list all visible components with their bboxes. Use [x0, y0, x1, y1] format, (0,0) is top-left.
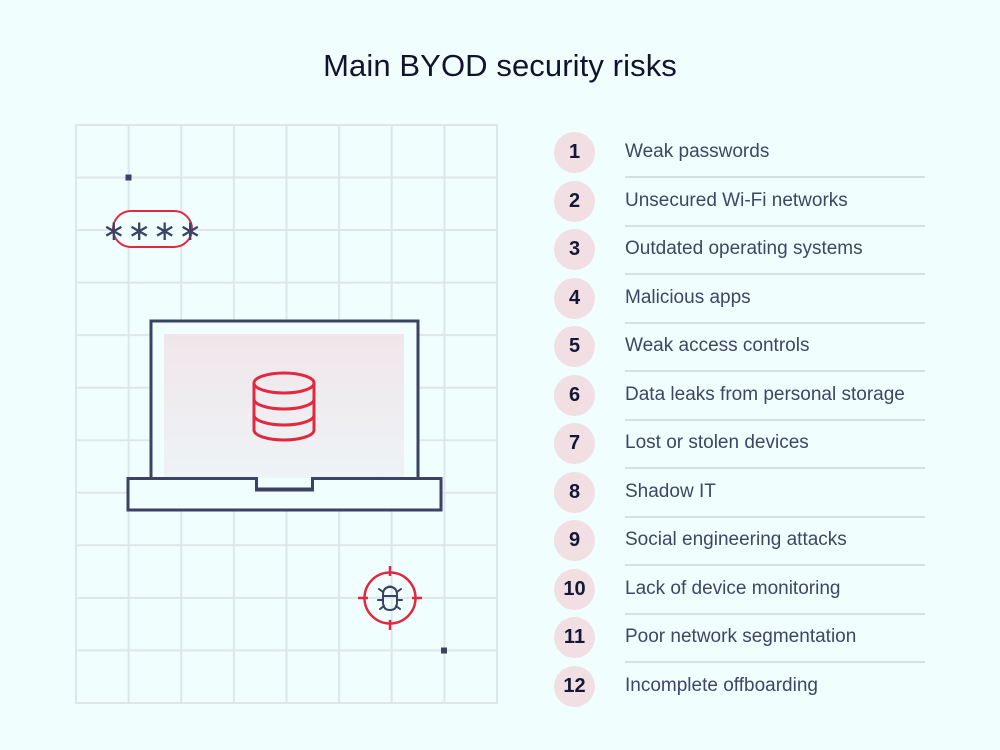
- item-label: Malicious apps: [625, 286, 751, 308]
- divider: [625, 467, 925, 469]
- divider: [625, 224, 925, 227]
- byod-illustration: ∗∗∗∗: [75, 124, 498, 704]
- list-item: 2 Unsecured Wi-Fi networks: [553, 180, 933, 223]
- divider: [625, 321, 925, 324]
- item-label: Weak access controls: [625, 335, 810, 356]
- item-label: Data leaks from personal storage: [625, 383, 905, 405]
- list-item: 8 Shadow IT: [553, 471, 933, 514]
- item-number-badge: 4: [554, 277, 595, 319]
- item-label: Lack of device monitoring: [625, 577, 841, 599]
- list-item: 12 Incomplete offboarding: [553, 665, 933, 708]
- divider: [625, 370, 925, 372]
- item-label: Outdated operating systems: [625, 238, 863, 259]
- list-item: 11 Poor network segmentation: [553, 617, 933, 659]
- item-label: Unsecured Wi-Fi networks: [625, 189, 848, 211]
- item-label: Lost or stolen devices: [625, 432, 809, 453]
- item-label: Poor network segmentation: [625, 626, 857, 647]
- divider: [625, 515, 925, 518]
- list-item: 3 Outdated operating systems: [553, 229, 933, 271]
- grid-marker: [441, 647, 447, 654]
- divider: [625, 612, 925, 615]
- list-item: 6 Data leaks from personal storage: [553, 374, 933, 417]
- item-number-badge: 7: [554, 423, 595, 464]
- item-number-badge: 1: [554, 132, 595, 173]
- item-number-badge: 5: [554, 326, 595, 367]
- item-number-badge: 3: [554, 229, 595, 270]
- password-badge: ∗∗∗∗: [102, 210, 204, 248]
- item-label: Social engineering attacks: [625, 529, 847, 550]
- item-number-badge: 9: [554, 520, 595, 561]
- item-number-badge: 11: [554, 617, 595, 658]
- item-number-badge: 2: [554, 180, 595, 222]
- list-item: 1 Weak passwords: [553, 132, 933, 174]
- list-item: 7 Lost or stolen devices: [553, 423, 933, 465]
- item-number-badge: 12: [554, 665, 595, 707]
- divider: [625, 661, 925, 663]
- divider: [625, 176, 925, 178]
- item-number-badge: 8: [554, 471, 595, 513]
- divider: [625, 418, 925, 421]
- item-label: Incomplete offboarding: [625, 674, 818, 696]
- item-label: Weak passwords: [625, 141, 770, 162]
- bug-target-icon: [358, 566, 422, 630]
- svg-text:∗∗∗∗: ∗∗∗∗: [102, 214, 204, 247]
- item-number-badge: 6: [554, 374, 595, 416]
- grid-marker: [125, 174, 132, 181]
- laptop-icon: [126, 319, 443, 512]
- list-item: 5 Weak access controls: [553, 326, 933, 368]
- divider: [625, 273, 925, 275]
- divider: [625, 564, 925, 566]
- list-item: 9 Social engineering attacks: [553, 520, 933, 562]
- page-title: Main BYOD security risks: [323, 48, 677, 83]
- list-item: 10 Lack of device monitoring: [553, 568, 933, 611]
- item-number-badge: 10: [554, 568, 595, 610]
- item-label: Shadow IT: [625, 480, 716, 502]
- database-icon: [252, 371, 316, 442]
- list-item: 4 Malicious apps: [553, 277, 933, 320]
